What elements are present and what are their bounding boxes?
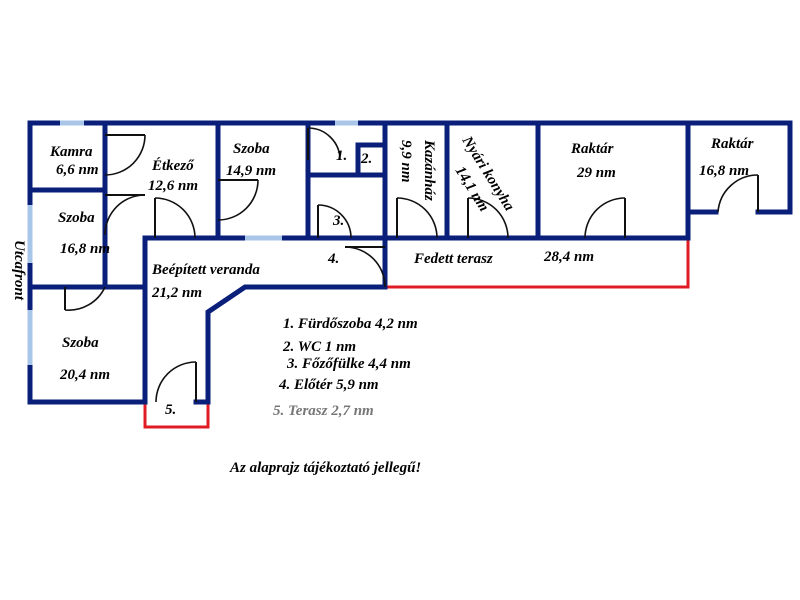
- windows: [27, 120, 358, 365]
- room-szoba1-name: Szoba: [233, 141, 270, 157]
- door-bath: [307, 127, 341, 161]
- room-fedett-area: 28,4 nm: [543, 249, 594, 265]
- door-szoba-bottom: [64, 286, 106, 311]
- room-kazanhaz-area: 9,9 nm: [398, 140, 414, 183]
- door-kazanhaz: [396, 197, 438, 239]
- covered-terrace-outline: [385, 238, 690, 289]
- door-raktar2: [717, 174, 759, 213]
- room-kazanhaz-name: Kazánház: [421, 139, 437, 201]
- door-szoba-left: [104, 194, 146, 236]
- outer-wall-right-block: [685, 120, 793, 215]
- legend-item-1: 1. Fürdőszoba 4,2 nm: [283, 316, 418, 332]
- room-kamra-name: Kamra: [49, 144, 93, 160]
- room-raktar1-area: 29 nm: [576, 165, 616, 181]
- room-szoba1-area: 14,9 nm: [226, 163, 276, 179]
- room-szoba2-name: Szoba: [58, 210, 95, 226]
- door-etkezo: [154, 197, 196, 239]
- door-kitchenette: [317, 204, 352, 239]
- room-veranda-area: 21,2 nm: [151, 285, 202, 301]
- room-etkezo-name: Étkező: [151, 157, 195, 174]
- legend-item-3: 3. Főzőfülke 4,4 nm: [286, 356, 411, 372]
- room-raktar1-name: Raktár: [570, 141, 614, 157]
- room-num-2: 2.: [360, 151, 372, 167]
- terrace-outlines: [143, 238, 690, 429]
- door-terasz: [155, 361, 197, 403]
- room-szoba2-area: 16,8 nm: [60, 241, 110, 257]
- room-szoba3-name: Szoba: [62, 335, 99, 351]
- room-raktar2-name: Raktár: [710, 136, 754, 152]
- legend: 1. Fürdőszoba 4,2 nm 2. WC 1 nm 3. Főzőf…: [273, 316, 418, 419]
- room-num-4: 4.: [327, 251, 339, 267]
- room-etkezo-area: 12,6 nm: [148, 178, 198, 194]
- room-raktar2-area: 16,8 nm: [699, 163, 749, 179]
- door-raktar: [584, 197, 626, 239]
- room-num-1: 1.: [336, 148, 347, 164]
- door-kamra: [104, 134, 146, 176]
- door-nyari: [467, 197, 509, 239]
- small-terrace-outline: [143, 402, 210, 429]
- room-szoba3-area: 20,4 nm: [59, 367, 110, 383]
- room-veranda-name: Beépített veranda: [151, 262, 260, 278]
- disclaimer-note: Az alaprajz tájékoztató jellegű!: [229, 460, 421, 476]
- door-szoba-middle: [217, 179, 259, 221]
- room-labels: Kamra 6,6 nm Étkező 12,6 nm Szoba 14,9 n…: [49, 133, 754, 418]
- top-wall: [27, 120, 691, 405]
- door-eloter: [344, 246, 386, 288]
- room-fedett-name: Fedett terasz: [413, 251, 493, 267]
- room-kamra-area: 6,6 nm: [56, 162, 99, 178]
- legend-item-5: 5. Terasz 2,7 nm: [273, 403, 374, 419]
- outer-wall-raktar2-bottom: [685, 209, 719, 241]
- room-num-5: 5.: [165, 402, 176, 418]
- veranda-outer-wall: [205, 284, 388, 405]
- room-num-3: 3.: [332, 213, 344, 229]
- legend-item-2: 2. WC 1 nm: [282, 339, 356, 355]
- doors: [64, 127, 759, 403]
- street-front-label: Utcafront: [11, 240, 27, 301]
- legend-item-4: 4. Előtér 5,9 nm: [278, 377, 379, 393]
